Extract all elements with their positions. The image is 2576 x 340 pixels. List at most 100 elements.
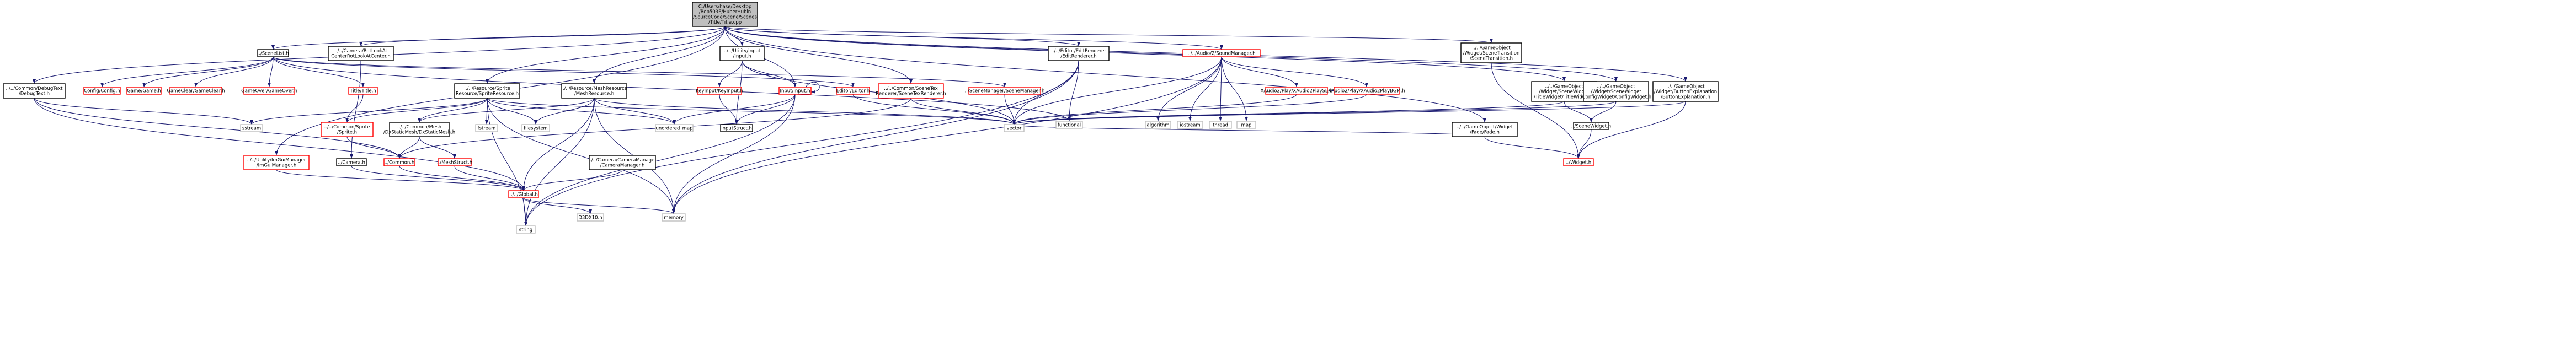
graph-node-common[interactable]: ../Common.h <box>383 158 415 166</box>
graph-node-thread[interactable]: thread <box>1209 121 1232 129</box>
node-label-line: /Rep503E/HuberHubin <box>699 9 751 15</box>
edge-scenewidget-to-widgeth <box>1577 129 1592 159</box>
edge-root-to-soundmgr <box>724 26 1223 50</box>
graph-node-filesystem[interactable]: filesystem <box>521 124 550 132</box>
graph-node-gameclear[interactable]: GameClear/GameClear.h <box>167 87 225 95</box>
graph-node-scenetrans[interactable]: ../../GameObject/Widget/SceneTransition/… <box>1460 42 1522 63</box>
node-box <box>328 46 394 61</box>
edge-camerafps-to-camerah <box>350 60 361 159</box>
graph-node-inputstruct[interactable]: InputStruct.h <box>720 124 753 132</box>
node-box <box>692 2 758 27</box>
nodes-layer: C:/Users/hase/Desktop/Rep503E/HuberHubin… <box>3 2 1719 234</box>
edge-root-to-fadefade <box>724 26 1486 123</box>
graph-node-playse[interactable]: XAudio2/Play/XAudio2PlaySE.h <box>1261 87 1333 95</box>
edge-scenelist-to-scenemgr <box>273 56 1006 88</box>
edge-soundmgr-to-vector <box>1012 56 1222 125</box>
node-label-line: ../SceneWidget.h <box>1571 123 1611 129</box>
node-label-line: string <box>519 227 532 233</box>
graph-node-debugtext[interactable]: ../../Common/DebugText/DebugText.h <box>3 83 66 99</box>
node-box <box>169 87 222 95</box>
graph-node-imgui[interactable]: ../../Utility/ImGuiManager/ImGuiManager.… <box>243 155 310 170</box>
graph-node-title[interactable]: Title/Title.h <box>348 87 378 95</box>
graph-node-unordered_map[interactable]: unordered_map <box>655 124 694 132</box>
edge-fadefade-to-widgeth <box>1484 136 1580 159</box>
node-label-line: ../../Editor/EditRenderer <box>1051 48 1106 54</box>
graph-node-gameover[interactable]: GameOver/GameOver.h <box>241 87 297 95</box>
graph-node-scenetexrender[interactable]: ../../Common/SceneTexRenderer/SceneTexRe… <box>876 83 946 99</box>
graph-node-soundmgr[interactable]: ../../Audio/2/SoundManager.h <box>1182 49 1261 57</box>
graph-node-meshstruct[interactable]: ../MeshStruct.h <box>437 158 472 166</box>
edge-root-to-titlewidget <box>724 26 1566 82</box>
graph-node-camerafps[interactable]: ../../Camera/RotLookAtCenterRotLookAtCen… <box>328 46 394 61</box>
graph-node-playbgm[interactable]: XAudio2/Play/XAudio2PlayBGM.h <box>1328 87 1405 95</box>
node-label-line: ../../Common/Mesh <box>397 125 441 130</box>
graph-node-root[interactable]: C:/Users/hase/Desktop/Rep503E/HuberHubin… <box>692 2 758 27</box>
graph-node-memory[interactable]: memory <box>662 213 686 222</box>
edge-staticmesh-to-common <box>398 136 420 159</box>
graph-node-editor[interactable]: Editor/Editor.h <box>836 87 870 95</box>
edge-soundmgr-to-map <box>1221 56 1248 122</box>
graph-node-editrender[interactable]: ../../Editor/EditRenderer/EditRenderer.h <box>1048 46 1110 61</box>
edge-soundmgr-to-iostream <box>1188 56 1222 122</box>
graph-node-map[interactable]: map <box>1236 121 1256 129</box>
graph-node-sstream[interactable]: sstream <box>240 124 263 132</box>
graph-node-sprite[interactable]: ../../Common/Sprite/Sprite.h <box>321 122 374 137</box>
node-box <box>1055 121 1083 129</box>
graph-node-scenemgr[interactable]: ../SceneManager/SceneManager.h <box>965 87 1045 95</box>
graph-node-string[interactable]: string <box>516 225 536 234</box>
graph-node-config[interactable]: Config/Config.h <box>83 87 121 95</box>
graph-node-btnexp[interactable]: ../../GameObject/Widget/ButtonExplanatio… <box>1652 81 1719 102</box>
graph-node-vector[interactable]: vector <box>1004 124 1025 132</box>
graph-node-cameramgr[interactable]: ../../Camera/CameraManager/CameraManager… <box>588 155 657 170</box>
edge-root-to-camerafps <box>359 26 726 47</box>
graph-node-game[interactable]: Game/Game.h <box>126 87 162 95</box>
edge-meshres-to-string <box>524 98 595 226</box>
node-box <box>697 87 742 95</box>
graph-node-inputh[interactable]: Input/Input.h <box>778 87 812 95</box>
node-box <box>3 83 66 99</box>
graph-node-algorithm[interactable]: algorithm <box>1145 121 1171 129</box>
edge-playse-to-vector <box>1012 94 1297 125</box>
node-label-line: sstream <box>242 126 261 131</box>
node-label-line: ../../Common/SceneTex <box>884 86 937 91</box>
node-label-line: GameClear/GameClear.h <box>167 88 225 94</box>
graph-node-global[interactable]: ../../Global.h <box>508 190 539 198</box>
node-box <box>1004 124 1025 132</box>
edge-btnexp-to-widgeth <box>1577 101 1686 159</box>
graph-node-d3dx10[interactable]: D3DX10.h <box>577 213 604 222</box>
graph-node-utilinput[interactable]: ../../Utility/Input/Input.h <box>719 46 765 61</box>
graph-node-keyinput[interactable]: KeyInput/KeyInput.h <box>696 87 743 95</box>
edge-debugtext-to-global <box>34 98 525 191</box>
edge-scenetexrender-to-vector <box>910 98 1016 125</box>
node-box <box>878 83 944 99</box>
graph-node-fstream[interactable]: fstream <box>475 124 498 132</box>
node-label-line: ../Camera.h <box>338 160 365 165</box>
node-label-line: Game/Game.h <box>127 88 161 94</box>
edge-scenelist-to-title <box>273 56 365 88</box>
edge-soundmgr-to-thread <box>1219 56 1223 122</box>
node-label-line: ../../Resource/Sprite <box>464 86 510 91</box>
graph-node-meshres[interactable]: ../../Resource/MeshResource/MeshResource… <box>561 83 627 99</box>
node-label-line: Config/Config.h <box>84 88 120 94</box>
edge-playbgm-to-vector <box>1012 94 1367 125</box>
edge-utilinput-to-inputh <box>742 60 797 88</box>
graph-node-iostream[interactable]: iostream <box>1177 121 1203 129</box>
graph-node-camerah[interactable]: ../Camera.h <box>336 158 367 166</box>
graph-node-fadefade[interactable]: ../../GameObject/Widget/Fade/Fade.h <box>1452 122 1518 137</box>
graph-node-scenelist[interactable]: ../SceneList.h <box>257 49 289 57</box>
edge-global-to-string <box>523 197 527 226</box>
graph-node-widgeth[interactable]: ../Widget.h <box>1563 158 1594 166</box>
node-label-line: /ButtonExplanation.h <box>1661 94 1710 100</box>
graph-node-spriteres[interactable]: ../../Resource/SpriteResource/SpriteReso… <box>454 83 520 99</box>
graph-node-configwidget[interactable]: ../../GameObject/Widget/SceneWidget/Conf… <box>1581 81 1651 102</box>
edge-scenelist-to-gameclear <box>194 56 274 88</box>
edge-root-to-scenetexrender <box>724 26 913 84</box>
graph-node-staticmesh[interactable]: ../../Common/Mesh/DxStaticMesh/DxStaticM… <box>383 122 455 137</box>
node-label-line: /Widget/SceneWidget <box>1539 89 1590 95</box>
graph-node-scenewidget[interactable]: ../SceneWidget.h <box>1571 122 1611 130</box>
node-label-line: D3DX10.h <box>578 215 602 220</box>
node-label-line: /Input.h <box>733 54 751 60</box>
graph-node-functional[interactable]: functional <box>1055 121 1083 129</box>
edge-editrender-to-string <box>524 60 1079 226</box>
edge-inputh-to-unordered_map <box>673 94 796 125</box>
